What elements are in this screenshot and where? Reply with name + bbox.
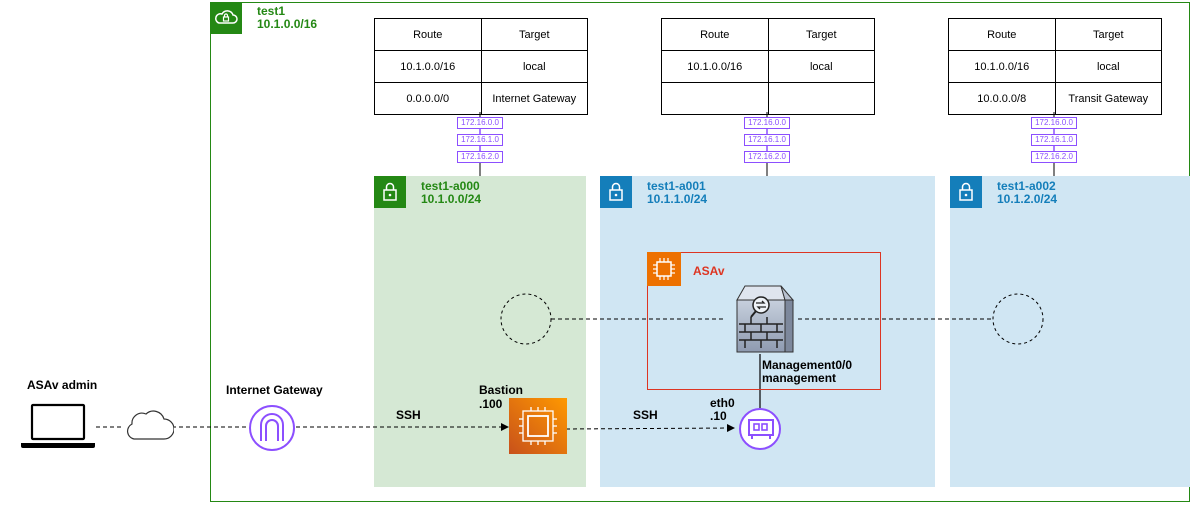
header-cell: Target (480, 18, 588, 51)
vpc-label: test1 10.1.0.0/16 (257, 5, 317, 31)
prefix-entry: 172.16.2.0 (1031, 151, 1077, 163)
header-cell: Route (661, 18, 769, 51)
ec2-instance-icon (509, 398, 567, 454)
header-cell: Target (767, 18, 875, 51)
subnet-a002-area (950, 176, 1190, 487)
subnet-a000-label: test1-a000 10.1.0.0/24 (421, 180, 481, 206)
table-row (661, 82, 875, 115)
mgmt-name: management (762, 371, 837, 385)
asav-label: ASAv (693, 264, 725, 278)
firewall-icon (723, 280, 798, 355)
subnet-a002-label: test1-a002 10.1.2.0/24 (997, 180, 1057, 206)
subnet-a001-label: test1-a001 10.1.1.0/24 (647, 180, 707, 206)
route-cell: 10.1.0.0/16 (948, 50, 1056, 83)
prefix-list-icon: 172.16.0.0 172.16.1.0 172.16.2.0 (1031, 117, 1077, 163)
prefix-list-icon: 172.16.0.0 172.16.1.0 172.16.2.0 (744, 117, 790, 163)
subnet-cidr: 10.1.1.0/24 (647, 192, 708, 206)
mgmt-label: Management0/0 management (762, 359, 852, 385)
prefix-entry: 172.16.0.0 (457, 117, 503, 129)
target-cell: local (480, 50, 588, 83)
prefix-entry: 172.16.1.0 (744, 134, 790, 146)
target-cell (767, 82, 875, 115)
admin-label: ASAv admin (27, 378, 98, 392)
eni-ip: .10 (710, 409, 727, 423)
subnet-name: test1-a002 (997, 179, 1056, 193)
prefix-entry: 172.16.0.0 (744, 117, 790, 129)
lock-icon (374, 176, 406, 208)
asav-group (647, 252, 881, 390)
prefix-entry: 172.16.1.0 (457, 134, 503, 146)
ssh-label: SSH (633, 408, 658, 422)
route-cell: 10.0.0.0/8 (948, 82, 1056, 115)
route-cell: 10.1.0.0/16 (661, 50, 769, 83)
target-cell: Internet Gateway (480, 82, 588, 115)
network-interface-icon (736, 407, 784, 451)
prefix-connector (1053, 129, 1055, 151)
laptop-icon (20, 403, 96, 449)
route-cell: 10.1.0.0/16 (374, 50, 482, 83)
prefix-connector (479, 129, 481, 151)
internet-gateway-icon (248, 404, 296, 452)
mgmt-interface: Management0/0 (762, 358, 853, 372)
vpc-cidr: 10.1.0.0/16 (257, 17, 318, 31)
ssh-label: SSH (396, 408, 421, 422)
subnet-cidr: 10.1.2.0/24 (997, 192, 1058, 206)
subnet-cidr: 10.1.0.0/24 (421, 192, 482, 206)
subnet-name: test1-a000 (421, 179, 480, 193)
vpc-cloud-icon (210, 2, 242, 34)
prefix-entry: 172.16.2.0 (457, 151, 503, 163)
header-cell: Target (1054, 18, 1162, 51)
igw-label: Internet Gateway (226, 383, 323, 397)
eni-name: eth0 (710, 396, 735, 410)
route-cell (661, 82, 769, 115)
prefix-entry: 172.16.2.0 (744, 151, 790, 163)
header-cell: Route (374, 18, 482, 51)
route-cell: 0.0.0.0/0 (374, 82, 482, 115)
lock-icon (950, 176, 982, 208)
eni-label: eth0 .10 (710, 397, 735, 423)
prefix-list-icon: 172.16.0.0 172.16.1.0 172.16.2.0 (457, 117, 503, 163)
chip-icon (647, 252, 681, 286)
lock-icon (600, 176, 632, 208)
prefix-entry: 172.16.0.0 (1031, 117, 1077, 129)
bastion-name: Bastion (479, 383, 524, 397)
target-cell: local (1054, 50, 1162, 83)
bastion-ip: .100 (479, 397, 503, 411)
subnet-name: test1-a001 (647, 179, 706, 193)
bastion-label: Bastion .100 (479, 383, 523, 411)
prefix-entry: 172.16.1.0 (1031, 134, 1077, 146)
cloud-icon (122, 405, 175, 449)
vpc-name: test1 (257, 4, 286, 18)
target-cell: Transit Gateway (1054, 82, 1162, 115)
prefix-connector (766, 129, 768, 151)
